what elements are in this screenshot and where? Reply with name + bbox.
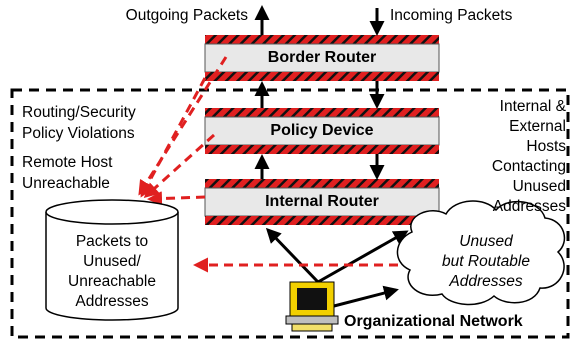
- incoming-packets-label: Incoming Packets: [390, 7, 513, 24]
- outgoing-packets-label: Outgoing Packets: [125, 7, 248, 24]
- contacting-label-2: External: [509, 118, 566, 135]
- hub-to-internal-router-arrow: [265, 227, 320, 284]
- border-router-box: [204, 35, 440, 81]
- storage-label-4: Addresses: [75, 293, 149, 310]
- internal-router-to-storage-arrow: [147, 191, 206, 207]
- organizational-network-boundary: [10, 88, 570, 339]
- routing-violations-label-2: Policy Violations: [22, 125, 135, 142]
- policy-device-to-storage-arrow: [143, 133, 216, 199]
- policy-device-box: [204, 108, 440, 154]
- routing-violations-label-1: Routing/Security: [22, 104, 136, 121]
- border-router-to-storage-arrow: [138, 56, 228, 196]
- remote-host-label-2: Unreachable: [22, 175, 110, 192]
- storage-label-1: Packets to: [75, 233, 149, 250]
- policy-device-title: Policy Device: [270, 122, 374, 139]
- border-router-title: Border Router: [267, 49, 377, 66]
- internal-router-title: Internal Router: [265, 193, 379, 210]
- storage-label-3: Unreachable: [68, 273, 156, 290]
- contacting-label-5: Unused: [512, 178, 566, 195]
- host-to-cloud-arrow: [333, 285, 399, 308]
- organizational-network-label: Organizational Network: [342, 312, 525, 331]
- computer-workstation-icon: [285, 281, 339, 332]
- cloud-label-2: but Routable: [442, 253, 530, 270]
- contacting-label-3: Hosts: [526, 138, 566, 155]
- contacting-label-4: Contacting: [491, 158, 566, 175]
- storage-label-2: Unused/: [83, 253, 141, 270]
- unused-addresses-cloud: [396, 200, 566, 306]
- remote-host-label-1: Remote Host: [22, 154, 113, 171]
- cloud-label-3: Addresses: [449, 273, 523, 290]
- contacting-label-6: Addresses: [492, 198, 566, 215]
- internal-router-box: [204, 179, 440, 225]
- storage-cylinder: [45, 199, 179, 321]
- border-router-lower-to-storage-arrow: [140, 77, 207, 198]
- hub-to-cloud-arrow: [317, 230, 409, 284]
- contacting-label-1: Internal &: [499, 98, 566, 115]
- cloud-label-1: Unused: [459, 233, 513, 250]
